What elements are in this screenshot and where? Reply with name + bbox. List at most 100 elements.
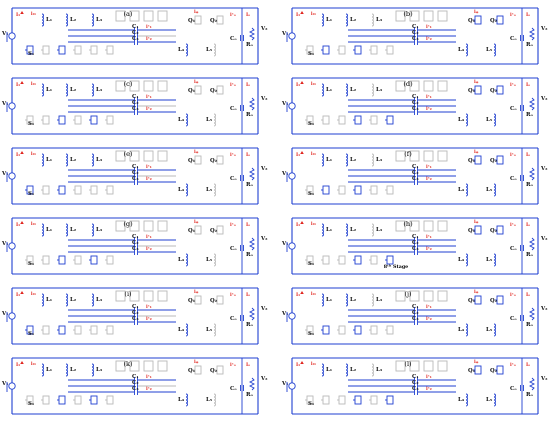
source-v1-symbol <box>8 312 16 320</box>
iq-label: iᵩ <box>194 219 199 225</box>
switch-5 <box>369 185 378 195</box>
iq-label: iᵩ <box>194 289 199 295</box>
inductor-l3 <box>91 13 94 27</box>
c1-label: C₁ <box>132 94 139 100</box>
switch-2 <box>321 325 330 335</box>
ico-label: iᶜₒ <box>230 152 236 158</box>
l2-label: L₂ <box>70 227 77 233</box>
il1-label: iₗ₁ <box>311 291 316 297</box>
capacitor-c2 <box>414 243 418 249</box>
io-label: Iₒ <box>526 362 530 368</box>
ico-label: iᶜₒ <box>230 82 236 88</box>
switch-3 <box>57 395 66 405</box>
s1-label: S₁ <box>28 191 34 197</box>
inactive-components-top <box>395 220 448 232</box>
l1-label: L₁ <box>326 227 332 233</box>
switch-q1 <box>193 15 202 25</box>
input-current-arrow <box>300 291 304 294</box>
io-label: Iₒ <box>246 82 250 88</box>
source-v1-symbol <box>8 172 16 180</box>
switch-4 <box>353 185 362 195</box>
switch-5 <box>89 115 98 125</box>
load-resistor-ro <box>248 167 256 181</box>
l3-label: L₃ <box>376 297 383 303</box>
l1-label: L₁ <box>326 87 332 93</box>
inactive-components-top <box>115 80 168 92</box>
c3-label: C₃ <box>132 106 139 112</box>
switch-2 <box>321 45 330 55</box>
input-current-arrow <box>20 11 24 14</box>
q1-label: Q₁ <box>188 298 195 304</box>
l2-label: L₂ <box>350 297 357 303</box>
stage-title-h: (h) <box>403 220 413 228</box>
source-label: V₁ <box>1 101 9 107</box>
switch-1 <box>305 395 314 405</box>
io-label: Iₒ <box>246 222 250 228</box>
source-label: V₁ <box>1 31 9 37</box>
co-label: Cₒ <box>510 106 517 112</box>
c3-label: C₃ <box>132 386 139 392</box>
inductor-l2 <box>345 223 348 237</box>
l3-label: L₃ <box>376 227 383 233</box>
switch-5 <box>89 395 98 405</box>
inductor-l3 <box>91 293 94 307</box>
ic1-label: iᶜ₁ <box>146 374 152 380</box>
io-label: Iₒ <box>246 292 250 298</box>
source-v1-symbol <box>288 32 296 40</box>
switch-5 <box>369 255 378 265</box>
iq-label: iᵩ <box>194 359 199 365</box>
l1-label: L₁ <box>326 17 332 23</box>
input-current-label: I₁ <box>16 12 20 18</box>
switch-5 <box>89 185 98 195</box>
s1-label: S₁ <box>28 331 34 337</box>
stage-title-a: (a) <box>124 10 133 18</box>
switch-5 <box>89 45 98 55</box>
ic2-label: iᶜ₂ <box>426 246 432 252</box>
s1-label: S₁ <box>308 51 314 57</box>
switch-row <box>305 325 394 335</box>
output-capacitor-co <box>520 105 524 111</box>
q1-label: Q₁ <box>188 88 195 94</box>
stage-title-d: (d) <box>403 80 413 88</box>
c3-label: C₃ <box>412 246 419 252</box>
l4-label: L₄ <box>178 257 185 263</box>
switch-row <box>305 255 394 265</box>
c1-label: C₁ <box>412 94 419 100</box>
q2-label: Q₂ <box>490 368 498 374</box>
output-capacitor-co <box>240 105 244 111</box>
c3-label: C₃ <box>412 386 419 392</box>
stage-title-f: (f) <box>404 150 412 158</box>
switch-q1 <box>473 365 482 375</box>
il1-label: iₗ₁ <box>31 11 36 17</box>
ic1-label: iᶜ₁ <box>426 164 432 170</box>
inductor-l5 <box>213 393 216 407</box>
switch-3 <box>337 255 346 265</box>
il1-label: iₗ₁ <box>311 221 316 227</box>
inductor-l4 <box>465 253 468 267</box>
switch-1 <box>25 325 34 335</box>
c1-label: C₁ <box>412 374 419 380</box>
io-label: Iₒ <box>246 152 250 158</box>
iq-label: iᵩ <box>474 289 479 295</box>
switch-q1 <box>473 85 482 95</box>
switch-4 <box>73 115 82 125</box>
switch-q1 <box>473 295 482 305</box>
capacitor-c3 <box>134 319 138 325</box>
stage-title-i: (i) <box>124 290 132 298</box>
ic2-label: iᶜ₂ <box>146 106 152 112</box>
inactive-components-top <box>115 360 168 372</box>
q1-label: Q₁ <box>468 158 475 164</box>
inductor-l3 <box>91 223 94 237</box>
ico-label: iᶜₒ <box>230 222 236 228</box>
q2-label: Q₂ <box>210 298 218 304</box>
co-label: Cₒ <box>510 176 517 182</box>
load-resistor-ro <box>528 377 536 391</box>
switch-q1 <box>193 295 202 305</box>
inductor-l1 <box>321 83 324 97</box>
source-v1-symbol <box>8 102 16 110</box>
source-label: V₁ <box>1 241 9 247</box>
